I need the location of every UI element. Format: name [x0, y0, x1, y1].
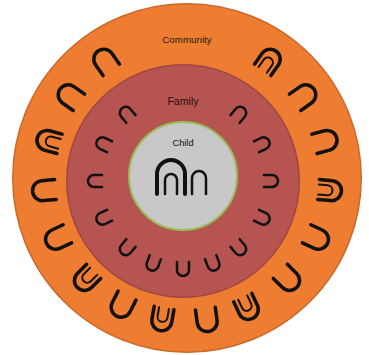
child-circle: Child	[128, 121, 238, 231]
family-circle: FamilyChild	[66, 64, 300, 298]
community-circle: CommunityFamilyChild	[12, 3, 362, 353]
community-people	[32, 45, 343, 333]
child-people	[157, 160, 206, 194]
circle-outline	[128, 121, 238, 231]
family-people	[88, 104, 278, 276]
node-label: Family	[66, 95, 300, 107]
node-label: Child	[128, 138, 238, 148]
node-label: Community	[12, 34, 362, 45]
